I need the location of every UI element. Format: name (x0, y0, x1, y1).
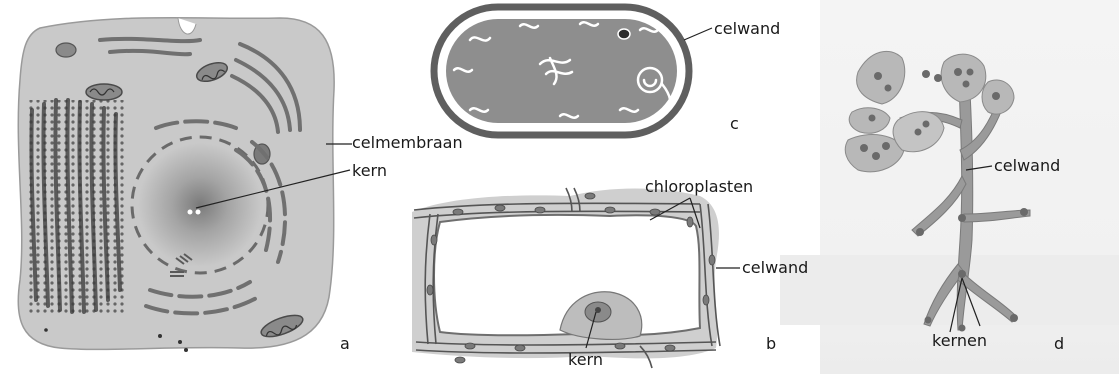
bacterium-cell (434, 7, 712, 135)
panel-letter-c: c (730, 114, 739, 133)
vesicle (56, 43, 76, 57)
label-kernen: kernen (932, 332, 987, 350)
leader-celwand-c (684, 28, 712, 40)
label-celwand-d: celwand (994, 157, 1060, 175)
label-chloroplasten: chloroplasten (645, 178, 753, 196)
fungal-cells (845, 51, 1014, 171)
animal-cell (18, 18, 352, 352)
label-celwand-c: celwand (714, 20, 780, 38)
label-celwand-b: celwand (742, 259, 808, 277)
label-kern-b: kern (568, 351, 603, 369)
panel-letter-b: b (766, 334, 776, 353)
panel-letter-a: a (340, 334, 350, 353)
plant-cell (412, 188, 740, 368)
label-kern-a: kern (352, 162, 387, 180)
fungal-hyphae (845, 51, 1030, 332)
nucleus (138, 143, 262, 267)
label-celmembraan: celmembraan (352, 134, 463, 152)
panel-letter-d: d (1054, 334, 1064, 353)
